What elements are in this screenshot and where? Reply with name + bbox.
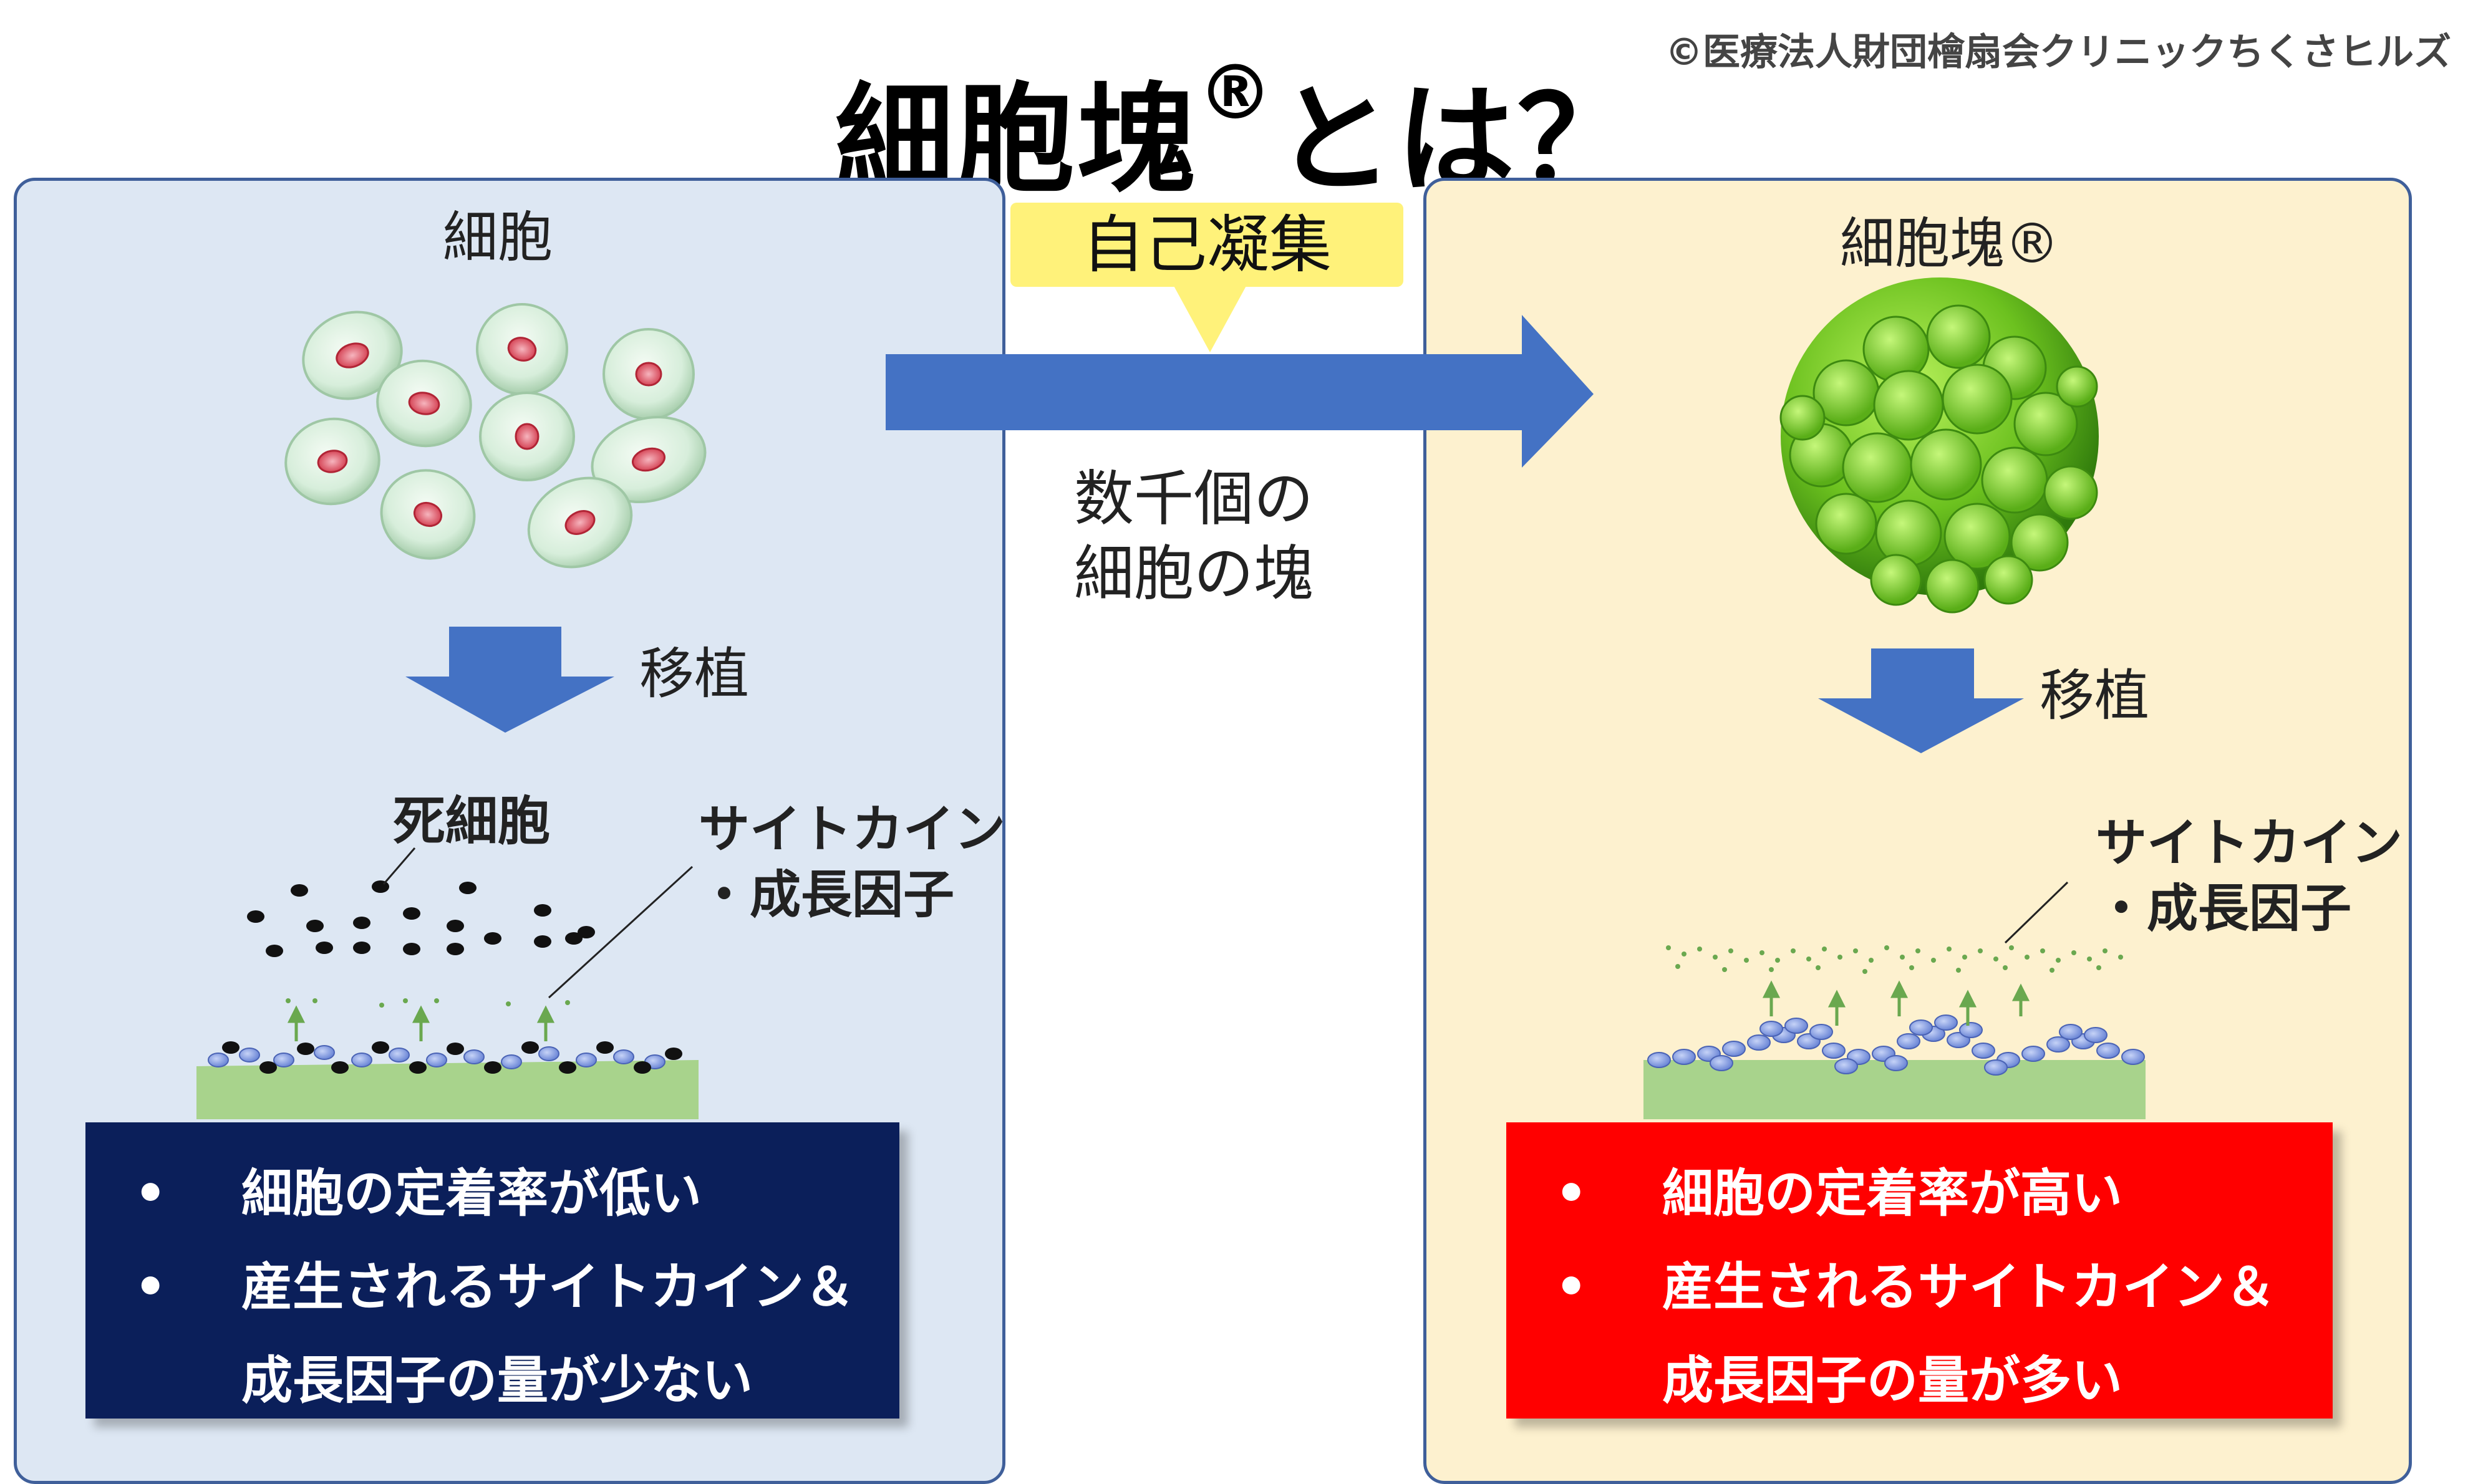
- cytokine-label-left: サイトカイン ・成長因子: [699, 800, 1006, 925]
- right-panel-heading: 細胞塊®: [1840, 211, 2060, 276]
- cell: [479, 392, 575, 481]
- low-engraftment-summary: 細胞の定着率が低い 産生されるサイトカイン＆成長因子の量が少ない: [85, 1122, 899, 1419]
- cytokine-arrows-left: [287, 1005, 555, 1041]
- caption-line-2: 細胞の塊: [1074, 539, 1314, 609]
- transplant-label-left: 移植: [639, 642, 750, 706]
- dead-cells: [247, 880, 595, 957]
- cytokine-dots-left: [286, 998, 570, 1008]
- cytokine-pointer-left: [548, 865, 694, 999]
- tissue-base-right: [1643, 1060, 2146, 1119]
- copyright-notice: ©医療法人財団檜扇会クリニックちくさヒルズ: [1665, 31, 2451, 74]
- callout-pointer: [1173, 284, 1247, 352]
- cytokine-dots-right: [1666, 945, 2123, 974]
- left-panel-heading: 細胞: [443, 205, 553, 269]
- aggregation-arrow: [886, 315, 1594, 468]
- dead-cell-label: 死細胞: [393, 791, 551, 852]
- cell: [380, 469, 476, 560]
- transplant-arrow-left: [405, 627, 614, 733]
- engrafted-cells-right: [1647, 1014, 2145, 1076]
- summary-item: 細胞の定着率が高い: [1544, 1147, 2295, 1241]
- summary-list-right: 細胞の定着率が高い 産生されるサイトカイン＆成長因子の量が多い: [1544, 1147, 2295, 1428]
- engrafted-cells-left: [208, 1041, 682, 1074]
- cytokine-arrows-right: [1762, 980, 2030, 1026]
- cell: [284, 417, 380, 506]
- summary-list-left: 細胞の定着率が低い 産生されるサイトカイン＆成長因子の量が少ない: [123, 1147, 862, 1428]
- cell: [476, 303, 568, 395]
- cytokine-pointer-right: [2004, 881, 2069, 944]
- high-engraftment-summary: 細胞の定着率が高い 産生されるサイトカイン＆成長因子の量が多い: [1506, 1122, 2333, 1419]
- transplant-arrow-right: [1818, 648, 2024, 753]
- cell: [376, 359, 472, 448]
- cell: [603, 328, 695, 420]
- summary-item: 産生されるサイトカイン＆成長因子の量が少ない: [123, 1241, 862, 1428]
- summary-item: 産生されるサイトカイン＆成長因子の量が多い: [1544, 1241, 2295, 1428]
- cell: [527, 476, 633, 569]
- dead-cell-pointer: [382, 847, 416, 885]
- cell-cluster-image: [1779, 277, 2099, 614]
- tissue-base-left: [196, 1066, 699, 1119]
- transplant-label-right: 移植: [2040, 663, 2150, 728]
- self-aggregation-callout: 自己凝集: [1010, 203, 1403, 287]
- summary-item: 細胞の定着率が低い: [123, 1147, 862, 1241]
- caption-line-1: 数千個の: [1074, 464, 1314, 534]
- cell: [591, 415, 707, 504]
- registered-mark: ®: [1198, 50, 1275, 137]
- cell: [302, 311, 403, 400]
- aggregation-caption: 数千個の 細胞の塊: [1074, 461, 1314, 611]
- cytokine-label-right: サイトカイン ・成長因子: [2096, 814, 2403, 938]
- cell-group: [284, 303, 707, 569]
